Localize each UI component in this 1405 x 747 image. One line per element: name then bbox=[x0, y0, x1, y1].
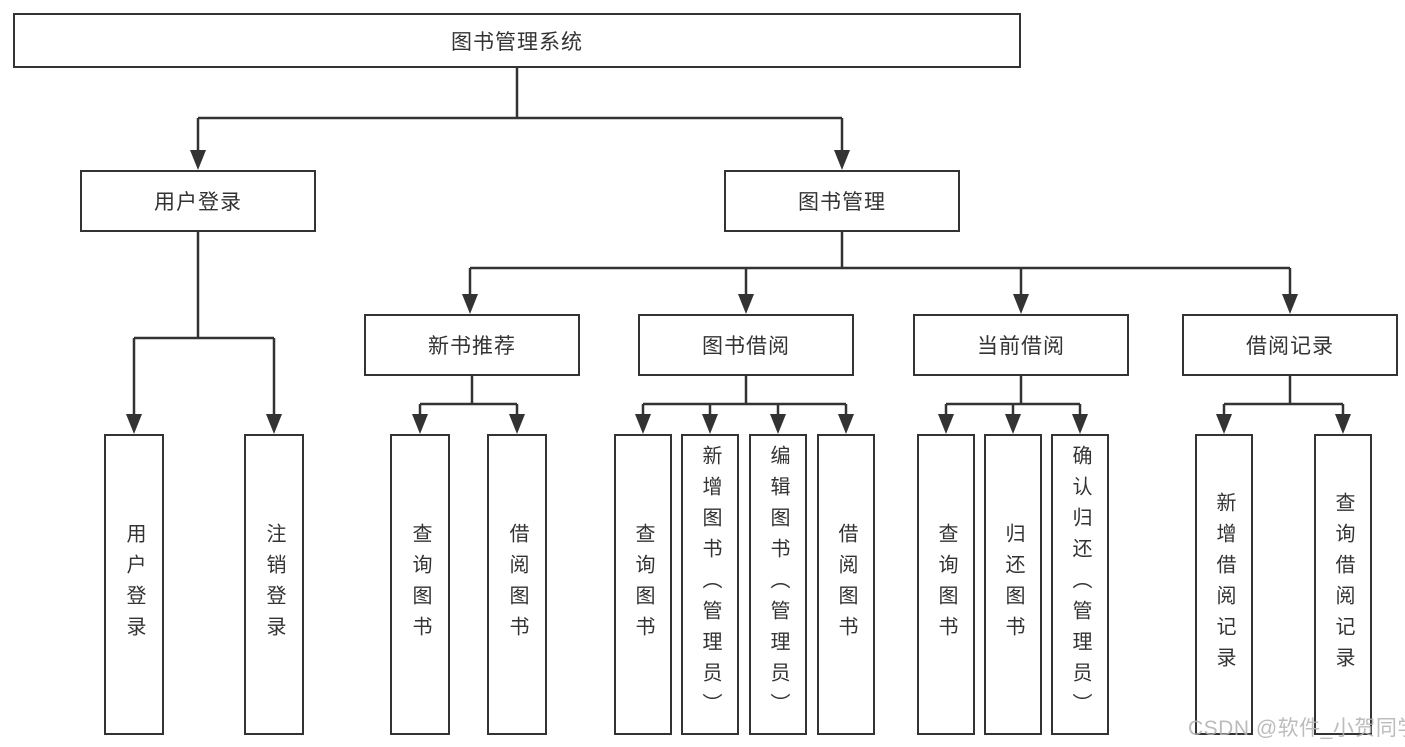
leaf-edit-books-admin: 编辑图书（管理员） bbox=[749, 434, 807, 735]
leaf-query-borrow-record: 查询借阅记录 bbox=[1314, 434, 1372, 735]
node-book-management: 图书管理 bbox=[724, 170, 960, 232]
leaf-query-books-current: 查询图书 bbox=[917, 434, 975, 735]
leaf-query-books-recommend: 查询图书 bbox=[390, 434, 450, 735]
csdn-watermark: CSDN @软件_小贺同学 bbox=[1188, 717, 1405, 740]
leaf-add-borrow-record: 新增借阅记录 bbox=[1195, 434, 1253, 735]
node-new-book-recommend: 新书推荐 bbox=[364, 314, 580, 376]
node-current-borrowing: 当前借阅 bbox=[913, 314, 1129, 376]
connector-bookmgmt-to-level3 bbox=[468, 232, 1292, 296]
leaf-borrow-books-recommend: 借阅图书 bbox=[487, 434, 547, 735]
leaf-query-books-borrowing: 查询图书 bbox=[614, 434, 672, 735]
node-book-borrowing: 图书借阅 bbox=[638, 314, 854, 376]
connector-root-to-level2 bbox=[196, 68, 844, 152]
leaf-confirm-return-admin: 确认归还（管理员） bbox=[1051, 434, 1109, 735]
connector-borrowing-to-leaves bbox=[641, 376, 848, 416]
connector-newbooks-to-leaves bbox=[418, 376, 519, 416]
node-root-system: 图书管理系统 bbox=[13, 13, 1021, 68]
leaf-logout: 注销登录 bbox=[244, 434, 304, 735]
connector-userlogin-to-leaves bbox=[132, 232, 276, 416]
leaf-add-books-admin: 新增图书（管理员） bbox=[681, 434, 739, 735]
leaf-return-books: 归还图书 bbox=[984, 434, 1042, 735]
leaf-user-login: 用户登录 bbox=[104, 434, 164, 735]
leaf-borrow-books: 借阅图书 bbox=[817, 434, 875, 735]
connector-records-to-leaves bbox=[1222, 376, 1345, 416]
connector-current-to-leaves bbox=[944, 376, 1082, 416]
node-borrowing-records: 借阅记录 bbox=[1182, 314, 1398, 376]
node-user-login: 用户登录 bbox=[80, 170, 316, 232]
arrowheads bbox=[126, 150, 1351, 434]
